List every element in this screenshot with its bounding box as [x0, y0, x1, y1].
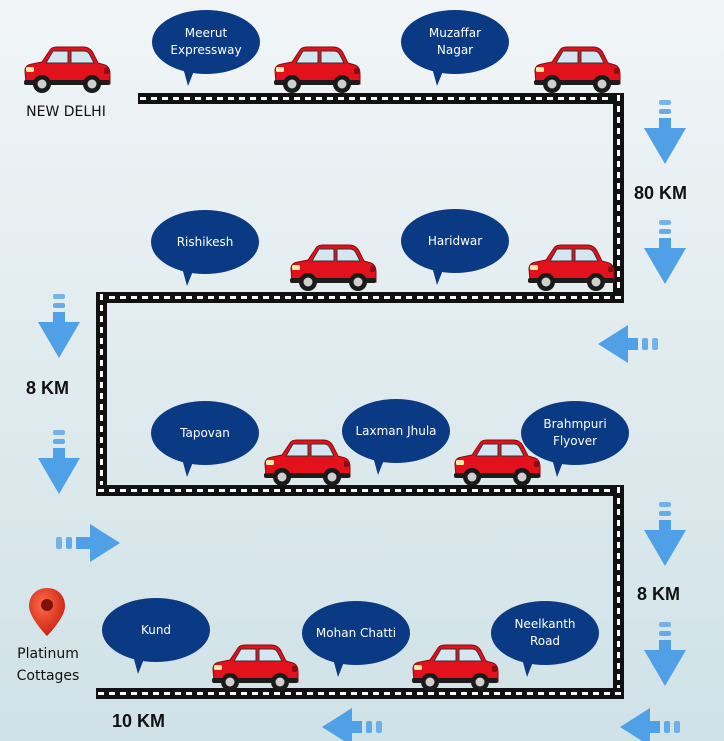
end-label: Platinum Cottages: [16, 646, 80, 684]
arrow-down-icon: [644, 502, 686, 572]
road-segment-6: [613, 485, 624, 699]
bubble-label: Kund: [140, 622, 172, 637]
distance-label: 8 KM: [637, 584, 681, 604]
distance-label: 8 KM: [26, 378, 70, 398]
car-icon: [408, 642, 500, 692]
bubble-brahmpuri-flyover: Brahmpuri Flyover: [521, 401, 629, 477]
bubble-label: Laxman Jhula: [355, 423, 437, 438]
car-icon: [20, 44, 112, 94]
bubble-haridwar: Haridwar: [401, 209, 509, 285]
arrow-left-icon: [620, 708, 686, 741]
car-icon: [524, 242, 616, 292]
bubble-laxman-jhula: Laxman Jhula: [342, 399, 450, 475]
arrow-right-icon: [56, 524, 122, 566]
bubble-label: Tapovan: [180, 425, 230, 440]
car-icon: [450, 437, 542, 487]
distance-label: 80 KM: [634, 183, 688, 203]
road-segment-1: [138, 93, 624, 104]
bubble-kund: Kund: [102, 598, 210, 674]
bubble-label: Meerut Expressway: [170, 26, 242, 57]
car-icon: [260, 437, 352, 487]
bubble-label: Neelkanth Road: [514, 617, 576, 648]
arrow-down-icon: [38, 294, 80, 364]
arrow-left-icon: [598, 325, 664, 367]
arrow-down-icon: [644, 622, 686, 692]
arrow-down-icon: [38, 430, 80, 500]
car-icon: [286, 242, 378, 292]
bubble-muzaffar-nagar: Muzaffar Nagar: [401, 10, 509, 86]
car-icon: [270, 44, 362, 94]
map-pin-icon: [26, 586, 68, 638]
bubble-label: Muzaffar Nagar: [428, 26, 482, 57]
bubble-neelkanth-road: Neelkanth Road: [491, 601, 599, 677]
road-segment-4: [96, 292, 107, 496]
road-segment-2: [613, 93, 624, 303]
distance-label: 10 KM: [112, 711, 166, 731]
bubble-tapovan: Tapovan: [151, 401, 259, 477]
bubble-meerut-expressway: Meerut Expressway: [152, 10, 260, 86]
bubble-label: Brahmpuri Flyover: [543, 417, 607, 448]
road-segment-5: [96, 485, 624, 496]
start-label: NEW DELHI: [26, 104, 106, 120]
bubble-label: Rishikesh: [176, 234, 234, 249]
car-icon: [208, 642, 300, 692]
bubble-label: Mohan Chatti: [315, 625, 397, 640]
arrow-left-icon: [322, 708, 388, 741]
bubble-mohan-chatti: Mohan Chatti: [302, 601, 410, 677]
bubble-label: Haridwar: [427, 233, 483, 248]
car-icon: [530, 44, 622, 94]
road-segment-7: [96, 688, 624, 699]
arrow-down-icon: [644, 220, 686, 290]
bubble-rishikesh: Rishikesh: [151, 210, 259, 286]
arrow-down-icon: [644, 100, 686, 170]
road-segment-3: [96, 292, 624, 303]
